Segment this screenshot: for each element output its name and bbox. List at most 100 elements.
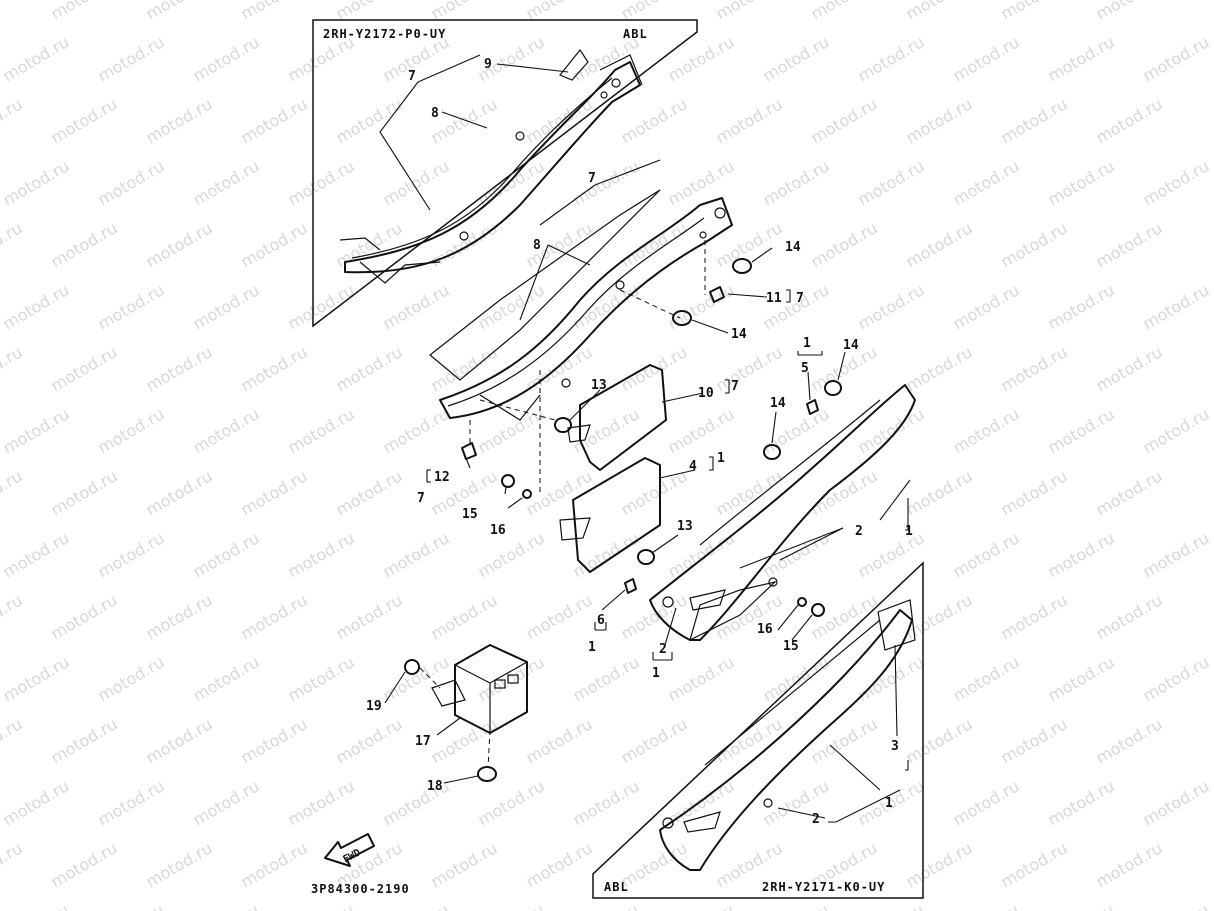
- watermark-text: motod.ru: [285, 280, 358, 333]
- watermark-text: motod.ru: [238, 0, 311, 23]
- callout-11: 11: [766, 291, 782, 306]
- watermark-text: motod.ru: [380, 404, 453, 457]
- watermark-text: motod.ru: [1045, 404, 1118, 457]
- watermark-text: motod.ru: [855, 280, 928, 333]
- watermark-text: motod.ru: [950, 404, 1023, 457]
- watermark-text: motod.ru: [998, 466, 1071, 519]
- watermark-text: motod.ru: [950, 32, 1023, 85]
- callout-13: 13: [677, 519, 693, 534]
- watermark-text: motod.ru: [95, 776, 168, 829]
- grommet-14-d: [763, 444, 781, 460]
- watermark-text: motod.ru: [1140, 776, 1213, 829]
- watermark-text: motod.ru: [665, 404, 738, 457]
- watermark-text: motod.ru: [1045, 280, 1118, 333]
- watermark-text: motod.ru: [903, 466, 976, 519]
- plate-4: [559, 457, 661, 573]
- watermark-text: motod.ru: [1140, 528, 1213, 581]
- watermark-text: motod.ru: [475, 404, 548, 457]
- watermark-text: motod.ru: [0, 0, 26, 23]
- watermark-text: motod.ru: [333, 342, 406, 395]
- callout-1: 1: [803, 336, 811, 351]
- inset-bottom-tag: ABL: [604, 880, 629, 894]
- watermark-text: motod.ru: [285, 652, 358, 705]
- watermark-text: motod.ru: [428, 838, 501, 891]
- watermark-text: motod.ru: [285, 900, 358, 911]
- watermark-text: motod.ru: [713, 94, 786, 147]
- watermark-text: motod.ru: [1140, 32, 1213, 85]
- watermark-text: motod.ru: [190, 528, 263, 581]
- watermark-text: motod.ru: [665, 32, 738, 85]
- callout-1: 1: [885, 796, 893, 811]
- watermark-text: motod.ru: [760, 900, 833, 911]
- watermark-text: motod.ru: [903, 0, 976, 23]
- watermark-text: motod.ru: [0, 590, 26, 643]
- watermark-text: motod.ru: [95, 900, 168, 911]
- watermark-text: motod.ru: [190, 652, 263, 705]
- callout-14: 14: [770, 396, 786, 411]
- watermark-text: motod.ru: [950, 528, 1023, 581]
- watermark-text: motod.ru: [1093, 466, 1166, 519]
- watermark-text: motod.ru: [333, 466, 406, 519]
- watermark-text: motod.ru: [0, 156, 73, 209]
- footer-code: 3P84300-2190: [311, 882, 410, 896]
- watermark-text: motod.ru: [570, 280, 643, 333]
- watermark-text: motod.ru: [95, 280, 168, 333]
- callout-6: 6: [597, 613, 605, 628]
- watermark-text: motod.ru: [903, 838, 976, 891]
- watermark-text: motod.ru: [475, 776, 548, 829]
- callout-16: 16: [757, 622, 773, 637]
- watermark-text: motod.ru: [713, 342, 786, 395]
- callout-7: 7: [796, 291, 804, 306]
- watermark-text: motod.ru: [903, 218, 976, 271]
- watermark-text: motod.ru: [428, 590, 501, 643]
- watermark-text: motod.ru: [143, 342, 216, 395]
- watermark-text: motod.ru: [760, 156, 833, 209]
- washer-16-a: [522, 489, 532, 499]
- watermark-text: motod.ru: [285, 776, 358, 829]
- watermark-text: motod.ru: [48, 838, 121, 891]
- watermark-text: motod.ru: [333, 94, 406, 147]
- watermark-text: motod.ru: [665, 280, 738, 333]
- watermark-text: motod.ru: [48, 0, 121, 23]
- watermark-text: motod.ru: [0, 94, 26, 147]
- watermark-text: motod.ru: [998, 838, 1071, 891]
- watermark-text: motod.ru: [238, 838, 311, 891]
- clip-5: [806, 399, 819, 415]
- watermark-text: motod.ru: [333, 590, 406, 643]
- bolt-19: [404, 659, 420, 675]
- watermark-text: motod.ru: [0, 280, 73, 333]
- watermark-text: motod.ru: [713, 590, 786, 643]
- watermark-text: motod.ru: [0, 776, 73, 829]
- watermark-text: motod.ru: [855, 900, 928, 911]
- watermark-text: motod.ru: [95, 652, 168, 705]
- watermark-text: motod.ru: [903, 342, 976, 395]
- watermark-text: motod.ru: [570, 528, 643, 581]
- watermark-text: motod.ru: [665, 652, 738, 705]
- watermark-text: motod.ru: [665, 776, 738, 829]
- watermark-text: motod.ru: [855, 32, 928, 85]
- callout-1: 1: [588, 640, 596, 655]
- watermark-text: motod.ru: [1093, 218, 1166, 271]
- plate-10: [567, 364, 667, 471]
- watermark-text: motod.ru: [950, 900, 1023, 911]
- watermark-text: motod.ru: [238, 342, 311, 395]
- watermark-text: motod.ru: [190, 32, 263, 85]
- watermark-text: motod.ru: [48, 590, 121, 643]
- inset-bottom-frame: ABL 2RH-Y2171-K0-UY: [592, 561, 924, 899]
- watermark-text: motod.ru: [1045, 528, 1118, 581]
- watermark-text: motod.ru: [998, 342, 1071, 395]
- watermark-text: motod.ru: [0, 32, 73, 85]
- grommet-14-a: [732, 258, 752, 274]
- watermark-text: motod.ru: [428, 342, 501, 395]
- callout-12: 12: [434, 470, 450, 485]
- watermark-text: motod.ru: [998, 94, 1071, 147]
- callout-14: 14: [785, 240, 801, 255]
- watermark-text: motod.ru: [523, 590, 596, 643]
- callout-16: 16: [490, 523, 506, 538]
- watermark-text: motod.ru: [1045, 652, 1118, 705]
- watermark-text: motod.ru: [618, 466, 691, 519]
- watermark-text: motod.ru: [190, 776, 263, 829]
- inset-top-tag: ABL: [623, 27, 648, 41]
- watermark-text: motod.ru: [0, 528, 73, 581]
- callout-7: 7: [417, 491, 425, 506]
